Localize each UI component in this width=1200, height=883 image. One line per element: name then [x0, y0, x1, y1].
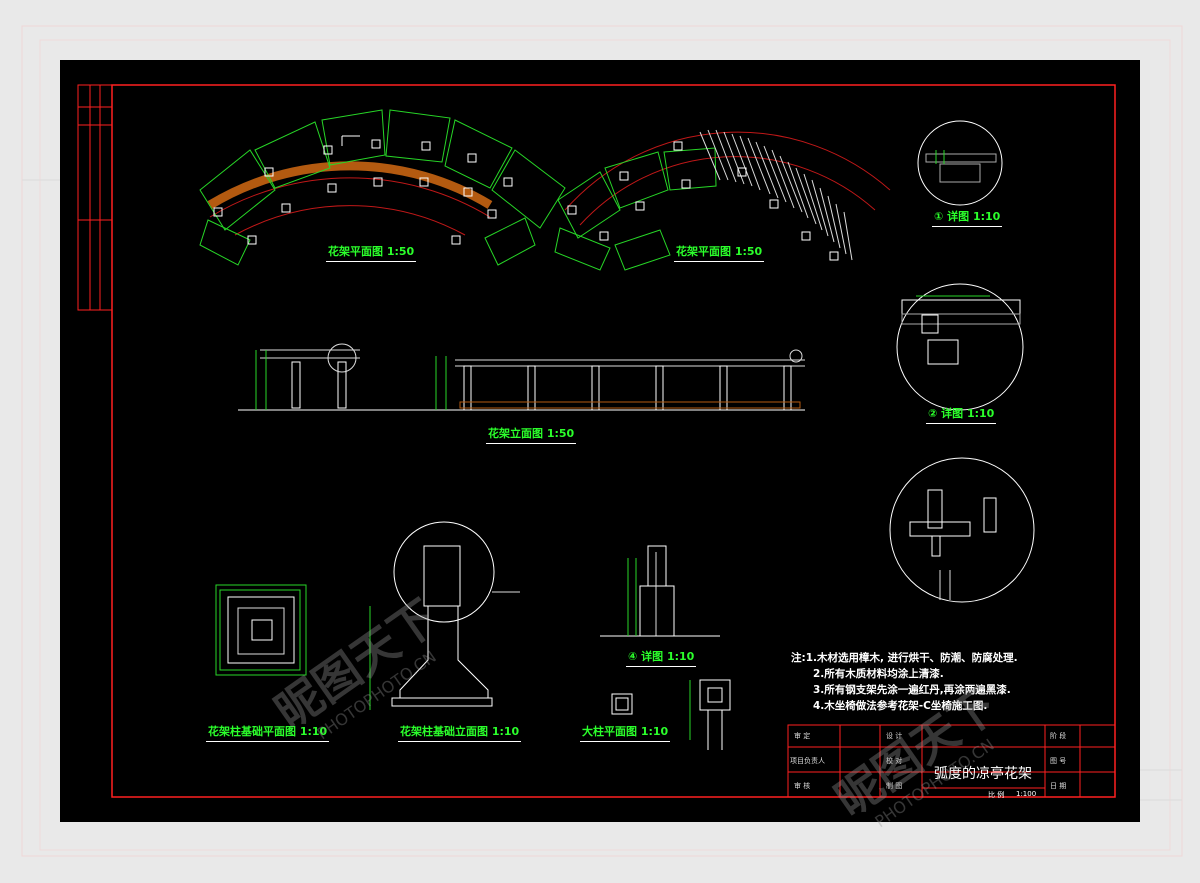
plan-left-graphic — [199, 109, 566, 266]
detail-2-graphic — [896, 283, 1024, 411]
cad-drawing-sheet: 花架平面图 1:50 花架平面图 1:50 ① 详图 1:10 ② 详图 1:1… — [60, 60, 1140, 822]
detail-1-graphic — [917, 120, 1003, 206]
tb-right-label: 阶 段 — [1050, 732, 1067, 740]
drawing-canvas — [77, 84, 1116, 798]
column-plan-graphic — [611, 693, 633, 715]
note-line: 3.所有钢支架先涂一遍红丹,再涂两遍黑漆. — [813, 684, 1011, 696]
scale-value: 1:100 — [1016, 790, 1037, 798]
scale-label: 比 例 — [988, 791, 1005, 799]
note-line: 4.木坐椅做法参考花架-C坐椅施工图. — [813, 700, 988, 712]
foundation-elevation-graphic — [369, 521, 520, 710]
plan-right-graphic — [554, 129, 891, 271]
binding-strip — [77, 84, 113, 311]
tb-right-label: 日 期 — [1050, 782, 1067, 790]
bench-bracket-graphic — [689, 679, 731, 750]
title-block — [787, 724, 1116, 798]
label-plan-right: 花架平面图 1:50 — [673, 245, 765, 262]
label-plan-left: 花架平面图 1:50 — [325, 245, 417, 262]
label-detail-1: ① 详图 1:10 — [931, 210, 1003, 227]
tb-right-label: 图 号 — [1050, 757, 1067, 765]
note-line: 2.所有木质材料均涂上清漆. — [813, 668, 944, 680]
tb-left-label: 项目负责人 — [790, 757, 825, 765]
foundation-plan-graphic — [215, 584, 307, 676]
drawing-title: 弧度的凉亭花架 — [934, 766, 1032, 782]
construction-notes: 注:1.木材选用樟木, 进行烘干、防潮、防腐处理. 2.所有木质材料均涂上清漆.… — [791, 650, 1018, 714]
label-column-plan: 大柱平面图 1:10 — [579, 725, 671, 742]
detail-4-graphic — [600, 545, 720, 637]
tb-left-label: 审 核 — [794, 782, 811, 790]
label-detail-4: ④ 详图 1:10 — [625, 650, 697, 667]
label-detail-2: ② 详图 1:10 — [925, 407, 997, 424]
elevation-graphic — [238, 343, 805, 411]
tb-mid-label: 制 图 — [886, 782, 903, 790]
detail-3-graphic — [889, 457, 1035, 603]
label-foundation-plan: 花架柱基础平面图 1:10 — [205, 725, 330, 742]
tb-left-label: 审 定 — [794, 732, 811, 740]
outer-border — [111, 84, 1116, 798]
label-elevation: 花架立面图 1:50 — [485, 427, 577, 444]
tb-mid-label: 校 对 — [886, 757, 903, 765]
note-line: 注:1.木材选用樟木, 进行烘干、防潮、防腐处理. — [791, 652, 1018, 664]
tb-mid-label: 设 计 — [886, 732, 903, 740]
label-foundation-elevation: 花架柱基础立面图 1:10 — [397, 725, 522, 742]
